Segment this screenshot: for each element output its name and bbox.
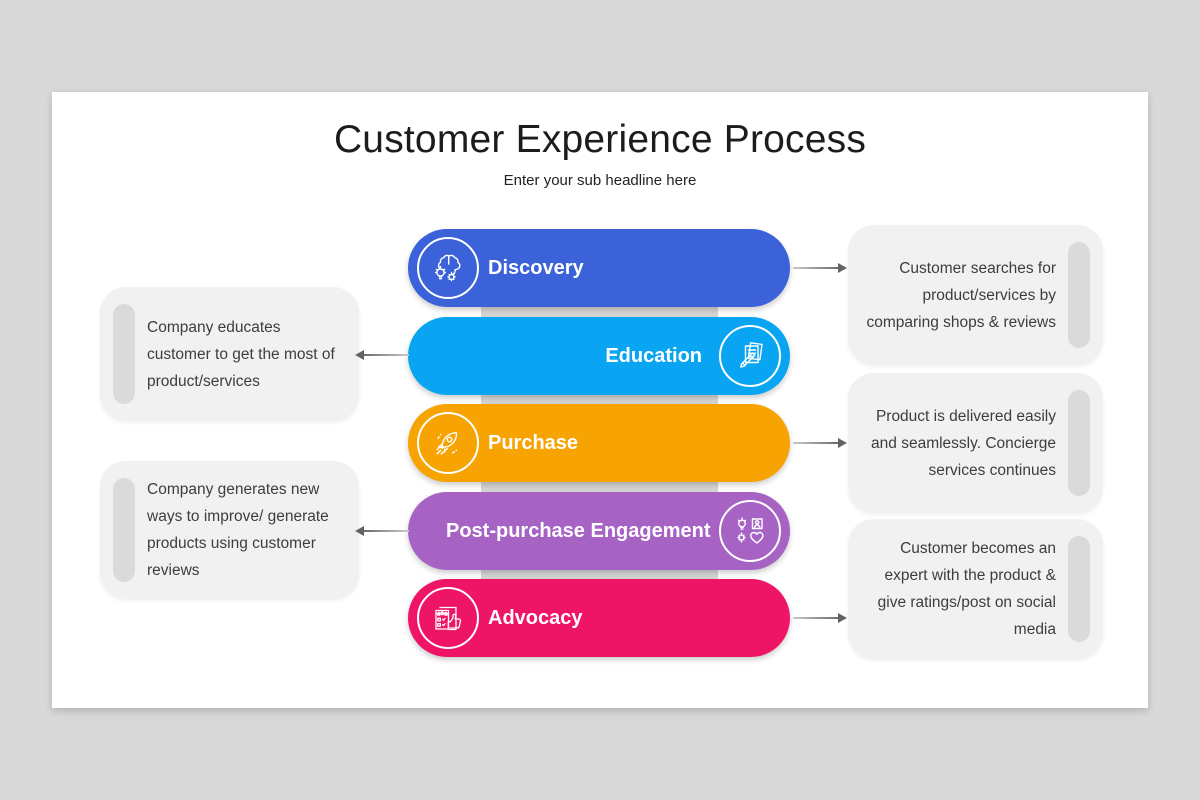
- stage-pill-advocacy: Advocacy: [408, 579, 790, 657]
- note-purchase: Product is delivered easily and seamless…: [848, 373, 1103, 513]
- stage-pill-purchase: Purchase: [408, 404, 790, 482]
- note-accent-bar: [1068, 390, 1090, 496]
- note-accent-bar: [113, 304, 135, 404]
- connector-arrow-advocacy: [793, 612, 847, 624]
- connector-arrow-discovery: [793, 262, 847, 274]
- page-subtitle: Enter your sub headline here: [503, 172, 697, 189]
- note-text: Company educates customer to get the mos…: [147, 318, 335, 390]
- stage-pill-post-purchase: Post-purchase Engagement: [408, 492, 790, 570]
- slide: Customer Experience Process Enter your s…: [52, 92, 1148, 708]
- connector-arrow-purchase: [793, 437, 847, 449]
- connector-arrow-post-purchase: [355, 525, 409, 537]
- stage-pill-education: Education: [408, 317, 790, 395]
- stage-label: Advocacy: [488, 607, 583, 629]
- heart-service-icon: [719, 500, 781, 562]
- note-text: Company generates new ways to improve/ g…: [147, 481, 329, 579]
- note-text: Customer searches for product/services b…: [866, 259, 1056, 331]
- note-accent-bar: [1068, 242, 1090, 348]
- stage-pill-discovery: Discovery: [408, 229, 790, 307]
- note-post-purchase: Company generates new ways to improve/ g…: [100, 461, 359, 599]
- note-education: Company educates customer to get the mos…: [100, 287, 359, 421]
- document-pencil-icon: [719, 325, 781, 387]
- note-advocacy: Customer becomes an expert with the prod…: [848, 519, 1103, 659]
- stage-label: Discovery: [488, 257, 584, 279]
- note-accent-bar: [1068, 536, 1090, 642]
- page-title: Customer Experience Process: [333, 118, 867, 161]
- note-discovery: Customer searches for product/services b…: [848, 225, 1103, 365]
- connector-arrow-education: [355, 349, 409, 361]
- rocket-icon: [417, 412, 479, 474]
- note-text: Customer becomes an expert with the prod…: [877, 540, 1056, 638]
- thumbs-up-review-icon: [417, 587, 479, 649]
- note-accent-bar: [113, 478, 135, 582]
- note-text: Product is delivered easily and seamless…: [871, 407, 1056, 479]
- stage-label: Education: [605, 345, 702, 367]
- brain-idea-icon: [417, 237, 479, 299]
- stage-label: Post-purchase Engagement: [446, 520, 711, 542]
- stage-label: Purchase: [488, 432, 579, 454]
